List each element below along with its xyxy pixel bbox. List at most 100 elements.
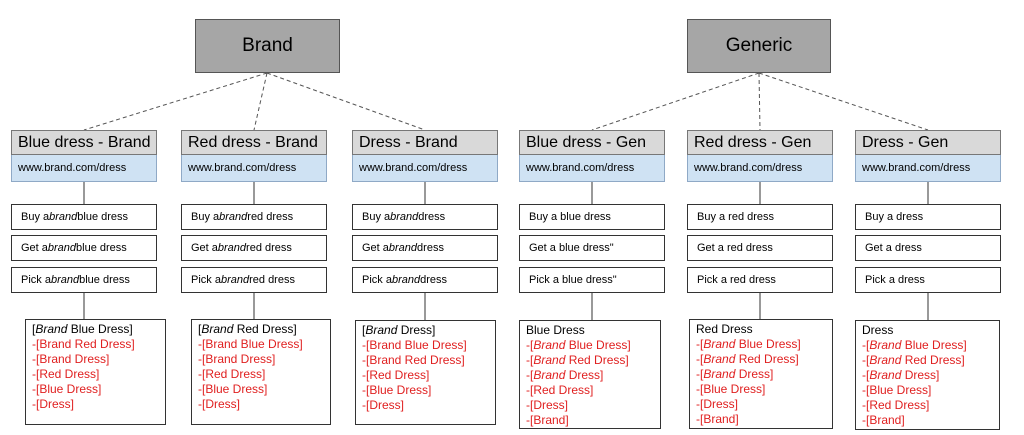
text-fragment: Brand xyxy=(533,353,566,367)
text-fragment: [ xyxy=(362,323,366,337)
keyword-line: -[Red Dress] xyxy=(862,398,995,413)
text-fragment: Blue Dress] xyxy=(901,338,967,352)
text-fragment: Dress] xyxy=(901,368,940,382)
ad-copy-box: Pick a dress xyxy=(855,267,1001,293)
ad-copy-box: Buy a blue dress xyxy=(519,204,665,230)
text-fragment: Blue Dress xyxy=(526,323,585,337)
text-fragment: -[Brand] xyxy=(862,413,905,427)
text-fragment: brand xyxy=(391,274,421,286)
ad-copy-box: Get a blue dress" xyxy=(519,235,665,261)
ad-copy-box: Pick a brand dress xyxy=(352,267,498,293)
keyword-line: -[Brand Dress] xyxy=(696,367,828,382)
text-fragment: Buy a blue dress xyxy=(529,211,611,223)
text-fragment: Blue Dress] xyxy=(735,337,801,351)
keyword-line: -[Brand Red Dress] xyxy=(696,352,828,367)
keyword-line: -[Blue Dress] xyxy=(198,382,326,397)
text-fragment: -[Dress] xyxy=(526,398,568,412)
text-fragment: Get a red dress xyxy=(697,242,773,254)
text-fragment: Brand xyxy=(365,323,398,337)
keyword-list-box: Red Dress-[Brand Blue Dress]-[Brand Red … xyxy=(689,319,833,429)
keyword-list-box: [Brand Blue Dress]-[Brand Red Dress]-[Br… xyxy=(25,319,166,425)
text-fragment: -[Red Dress] xyxy=(198,367,266,381)
root-node-generic: Generic xyxy=(687,19,831,73)
text-fragment: Brand xyxy=(869,338,902,352)
keyword-line: -[Brand Red Dress] xyxy=(526,353,656,368)
ad-copy-box: Pick a brand red dress xyxy=(181,267,327,293)
ad-copy-box: Buy a brand dress xyxy=(352,204,498,230)
text-fragment: Get a xyxy=(191,242,218,254)
text-fragment: -[Red Dress] xyxy=(362,368,430,382)
root-to-group-connector xyxy=(758,72,929,131)
ad-group-title: Red dress - Gen xyxy=(687,130,833,155)
text-fragment: Dress] xyxy=(397,323,436,337)
landing-url: www.brand.com/dress xyxy=(687,155,833,182)
text-fragment: Pick a xyxy=(191,274,221,286)
text-fragment: brand xyxy=(49,211,78,223)
keyword-line: -[Brand] xyxy=(862,413,995,428)
text-fragment: red dress xyxy=(247,211,294,223)
keyword-line: -[Brand Blue Dress] xyxy=(696,337,828,352)
text-fragment: Dress xyxy=(862,323,894,337)
text-fragment: blue dress xyxy=(77,211,129,223)
landing-url: www.brand.com/dress xyxy=(181,155,327,182)
text-fragment: Get a xyxy=(21,242,48,254)
keyword-line: -[Brand Blue Dress] xyxy=(862,338,995,353)
text-fragment: -[Brand] xyxy=(696,412,739,426)
text-fragment: -[ xyxy=(526,368,534,382)
keyword-line: Blue Dress xyxy=(526,323,656,338)
text-fragment: -[ xyxy=(526,353,534,367)
landing-url: www.brand.com/dress xyxy=(519,155,665,182)
keyword-line: -[Brand Blue Dress] xyxy=(362,338,491,353)
root-to-group-connector xyxy=(253,72,268,131)
text-fragment: Brand xyxy=(703,367,736,381)
text-fragment: Buy a xyxy=(362,211,391,223)
text-fragment: Buy a xyxy=(21,211,50,223)
text-fragment: -[Red Dress] xyxy=(526,383,594,397)
ad-copy-box: Buy a brand blue dress xyxy=(11,204,157,230)
ad-copy-box: Pick a brand blue dress xyxy=(11,267,157,293)
keyword-line: [Brand Dress] xyxy=(362,323,491,338)
text-fragment: -[Brand Dress] xyxy=(32,352,110,366)
ad-group-title: Blue dress - Gen xyxy=(519,130,665,155)
text-fragment: -[Brand Red Dress] xyxy=(362,353,465,367)
keyword-line: -[Dress] xyxy=(32,397,161,412)
text-fragment: Pick a blue dress" xyxy=(529,274,617,286)
text-fragment: -[Blue Dress] xyxy=(362,383,432,397)
keyword-line: -[Blue Dress] xyxy=(362,383,491,398)
text-fragment: Red Dress xyxy=(696,322,753,336)
keyword-line: Red Dress xyxy=(696,322,828,337)
landing-url: www.brand.com/dress xyxy=(352,155,498,182)
text-fragment: -[ xyxy=(862,368,870,382)
keyword-list-box: [Brand Red Dress]-[Brand Blue Dress]-[Br… xyxy=(191,319,331,425)
text-fragment: Brand xyxy=(201,322,234,336)
ad-group-title: Blue dress - Brand xyxy=(11,130,157,155)
root-to-group-connector xyxy=(758,72,761,131)
keyword-list-box: [Brand Dress]-[Brand Blue Dress]-[Brand … xyxy=(355,320,496,425)
keyword-line: -[Dress] xyxy=(526,398,656,413)
text-fragment: dress xyxy=(420,274,448,286)
text-fragment: -[Red Dress] xyxy=(862,398,930,412)
root-node-brand: Brand xyxy=(195,19,340,73)
text-fragment: red dress xyxy=(246,242,292,254)
text-fragment: -[Blue Dress] xyxy=(32,382,102,396)
keyword-line: -[Brand Blue Dress] xyxy=(526,338,656,353)
text-fragment: Brand xyxy=(703,337,736,351)
keyword-line: Dress xyxy=(862,323,995,338)
text-fragment: brand xyxy=(219,211,248,223)
text-fragment: Brand xyxy=(869,368,902,382)
keyword-line: -[Brand Dress] xyxy=(862,368,995,383)
text-fragment: Pick a xyxy=(362,274,392,286)
keyword-list-box: Blue Dress-[Brand Blue Dress]-[Brand Red… xyxy=(519,320,661,429)
text-fragment: -[Brand Blue Dress] xyxy=(198,337,303,351)
text-fragment: -[Dress] xyxy=(362,398,404,412)
ad-copy-box: Pick a blue dress" xyxy=(519,267,665,293)
text-fragment: brand xyxy=(217,242,247,254)
ad-copy-box: Buy a dress xyxy=(855,204,1001,230)
root-to-group-connector xyxy=(591,72,760,131)
text-fragment: -[Brand Blue Dress] xyxy=(362,338,467,352)
keyword-line: -[Brand Red Dress] xyxy=(32,337,161,352)
